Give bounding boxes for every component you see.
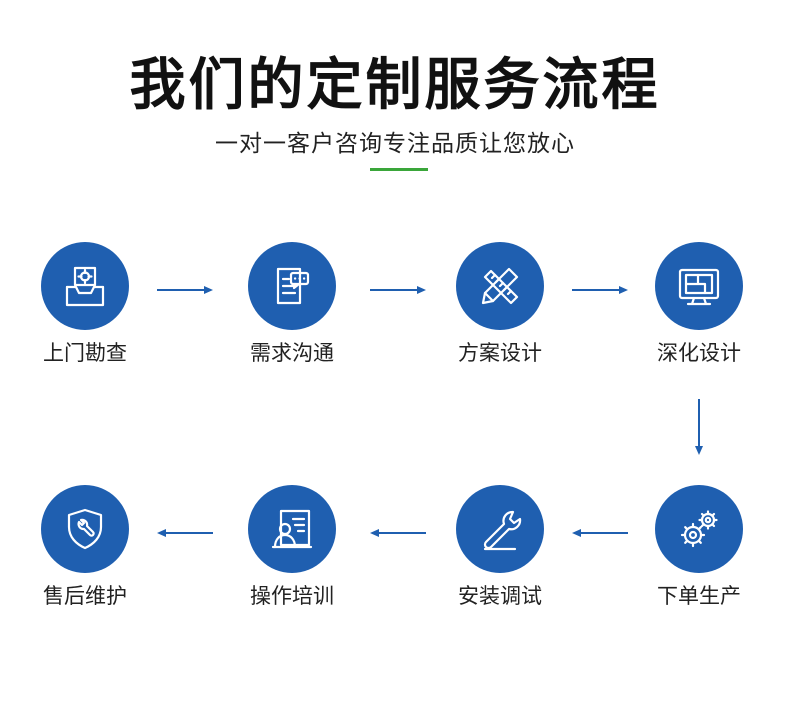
step-label: 售后维护 [43, 584, 127, 608]
step-label: 安装调试 [458, 584, 542, 608]
step-label: 方案设计 [458, 341, 542, 365]
gears-icon [655, 485, 743, 573]
step-label: 深化设计 [657, 341, 741, 365]
pencil-ruler-icon [456, 242, 544, 330]
flow-arrow-left [572, 529, 628, 537]
flow-arrow-left [370, 529, 426, 537]
step-label: 操作培训 [250, 584, 334, 608]
wrench-icon [456, 485, 544, 573]
flow-arrow-right [157, 286, 213, 294]
page-title: 我们的定制服务流程 [129, 53, 661, 118]
step-label: 下单生产 [657, 584, 741, 608]
shield-wrench-icon [41, 485, 129, 573]
chat-document-icon [248, 242, 336, 330]
step-label: 上门勘查 [43, 341, 127, 365]
trainer-board-icon [248, 485, 336, 573]
accent-divider [370, 168, 428, 171]
step-label: 需求沟通 [250, 341, 334, 365]
flow-arrow-down [695, 399, 703, 455]
flow-arrow-right [572, 286, 628, 294]
flow-arrow-left [157, 529, 213, 537]
page-subtitle: 一对一客户咨询专注品质让您放心 [215, 131, 575, 157]
site-survey-icon [41, 242, 129, 330]
blueprint-monitor-icon [655, 242, 743, 330]
flow-arrow-right [370, 286, 426, 294]
